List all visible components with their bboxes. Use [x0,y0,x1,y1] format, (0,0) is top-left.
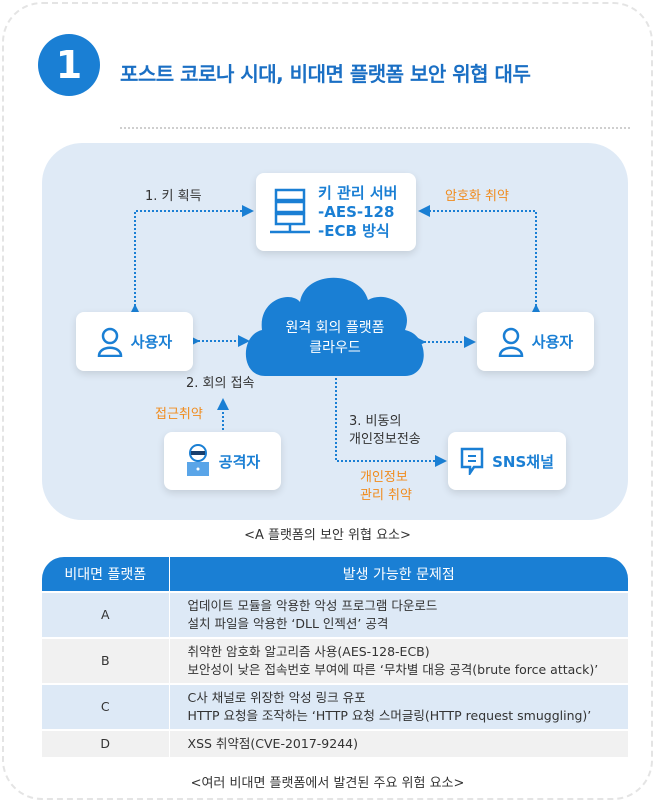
cloud-label: 원격 회의 플랫폼 클라우드 [249,318,421,358]
diagram-caption: <A 플랫폼의 보안 위협 요소> [244,528,411,543]
server-icon [270,188,310,234]
column-header-platform: 비대면 플랫폼 [42,557,170,592]
step1-label: 1. 키 획득 [145,189,202,204]
platform-cell: C [42,683,170,730]
connector-encryption [418,205,542,316]
step2-label: 2. 회의 접속 [186,376,255,391]
column-header-issues: 발생 가능한 문제점 [169,557,628,592]
user-left-label: 사용자 [130,333,173,351]
issue-line: HTTP 요청을 조작하는 ‘HTTP 요청 스머글링(HTTP request… [187,708,592,723]
issue-line: C사 채널로 위장한 악성 링크 유포 [187,690,366,705]
user-icon [498,327,524,357]
sns-label: SNS채널 [492,452,554,471]
sns-channel-box: SNS채널 [448,432,566,490]
attacker-label: 공격자 [218,452,261,471]
divider [120,127,630,129]
hacker-icon [186,444,209,476]
page-title: 포스트 코로나 시대, 비대면 플랫폼 보안 위협 대두 [120,62,531,86]
issue-line: 설치 파일을 악용한 ‘DLL 인젝션’ 공격 [187,616,389,631]
issue-line: 보안성이 낮은 접속번호 부여에 따른 ‘무차별 대응 공격(brute for… [187,662,599,677]
attacker-box: 공격자 [164,432,281,490]
cloud-shape [245,277,424,376]
step3-label: 3. 비동의 개인정보전송 [349,413,421,449]
server-algorithm: -AES-128 [318,202,395,221]
connector-key-acquire [129,205,254,316]
user-right-box: 사용자 [477,312,594,371]
encryption-weak-label: 암호화 취약 [445,189,509,204]
platform-cell: B [42,637,170,684]
table-row: B 취약한 암호화 알고리즘 사용(AES-128-ECB) 보안성이 낮은 접속… [42,637,628,684]
user-left-box: 사용자 [76,312,193,371]
issues-cell: XSS 취약점(CVE-2017-9244) [169,729,628,757]
issue-line: 업데이트 모듈을 악용한 악성 프로그램 다운로드 [187,598,438,613]
table-caption: <여러 비대면 플랫폼에서 발견된 주요 위험 요소> [190,776,465,791]
issue-line: 취약한 암호화 알고리즘 사용(AES-128-ECB) [187,644,430,659]
issue-line: XSS 취약점(CVE-2017-9244) [187,736,358,751]
issues-cell: 취약한 암호화 알고리즘 사용(AES-128-ECB) 보안성이 낮은 접속번호… [169,637,628,684]
step3-line2: 개인정보전송 [349,432,421,447]
key-server-box: 키 관리 서버 -AES-128 -ECB 방식 [256,173,416,251]
issues-cell: C사 채널로 위장한 악성 링크 유포 HTTP 요청을 조작하는 ‘HTTP 요… [169,683,628,730]
privacy-weak-line2: 관리 취약 [360,488,412,503]
table-row: D XSS 취약점(CVE-2017-9244) [42,729,628,757]
table-header-row: 비대면 플랫폼 발생 가능한 문제점 [42,557,628,592]
privacy-weak-label: 개인정보 관리 취약 [360,469,412,505]
user-right-label: 사용자 [531,333,574,351]
step3-line1: 3. 비동의 [349,414,402,429]
chat-icon [460,447,484,475]
threat-table: 비대면 플랫폼 발생 가능한 문제점 A 업데이트 모듈을 악용한 악성 프로그… [42,557,628,757]
user-icon [97,327,123,357]
cloud-label-line2: 클라우드 [309,340,361,356]
server-label: 키 관리 서버 [318,183,398,202]
table-row: C C사 채널로 위장한 악성 링크 유포 HTTP 요청을 조작하는 ‘HTTP… [42,683,628,730]
privacy-weak-line1: 개인정보 [360,470,408,485]
cloud-label-line1: 원격 회의 플랫폼 [285,320,385,336]
platform-cell: A [42,591,170,638]
platform-cell: D [42,729,170,757]
access-weak-label: 접근취약 [155,407,203,422]
server-mode: -ECB 방식 [318,221,390,240]
section-number-badge: 1 [38,34,100,96]
